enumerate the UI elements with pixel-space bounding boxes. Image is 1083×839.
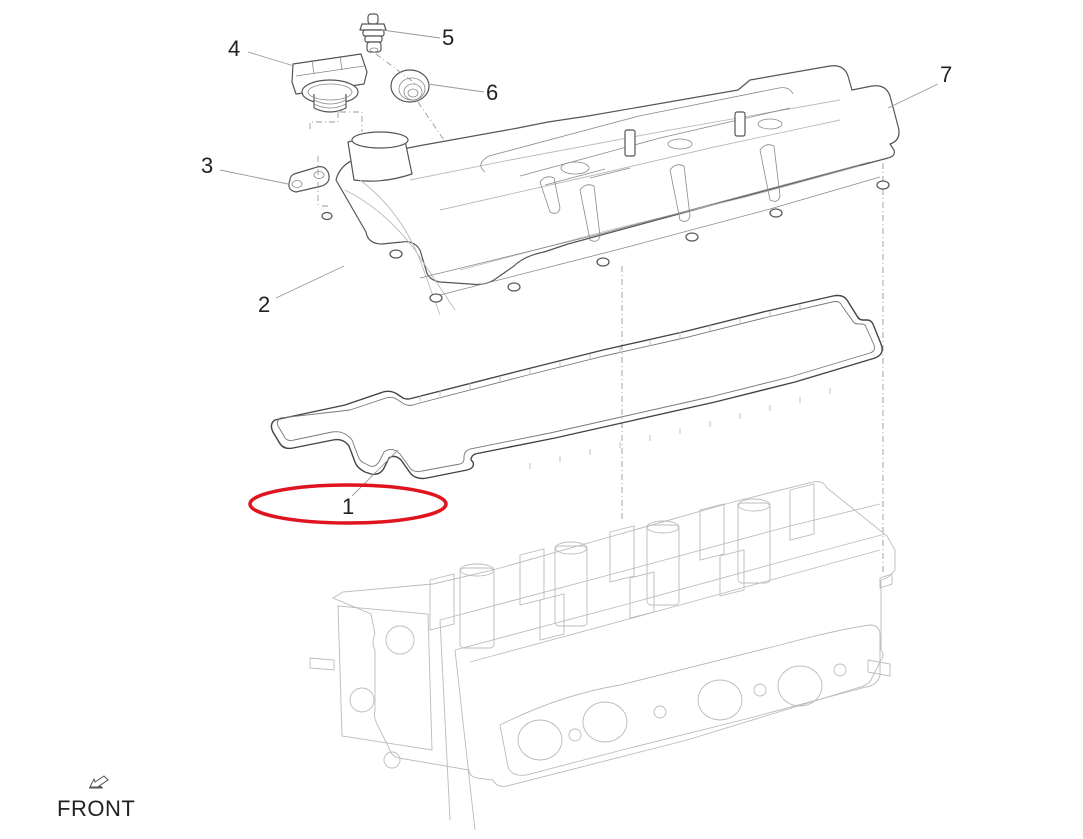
bracket-part [288,166,330,193]
leader-lines [219,29,939,497]
arrow-down-left-icon [89,775,109,789]
callout-3: 3 [201,153,214,178]
callout-2: 2 [258,292,271,317]
highlight-ellipse [248,483,448,525]
callout-4: 4 [228,36,241,61]
pcv-grommet-part [390,69,430,103]
callout-5: 5 [442,25,455,50]
cylinder-head-part [309,481,896,831]
front-orientation-label: FRONT [57,796,136,821]
pcv-valve-part [359,13,387,53]
head-cover-gasket-part [270,294,883,480]
callout-7: 7 [940,62,953,87]
cylinder-head-cover-part [321,65,900,316]
callout-6: 6 [486,80,499,105]
oil-filler-cap-part [291,53,368,113]
callout-1: 1 [342,494,355,519]
